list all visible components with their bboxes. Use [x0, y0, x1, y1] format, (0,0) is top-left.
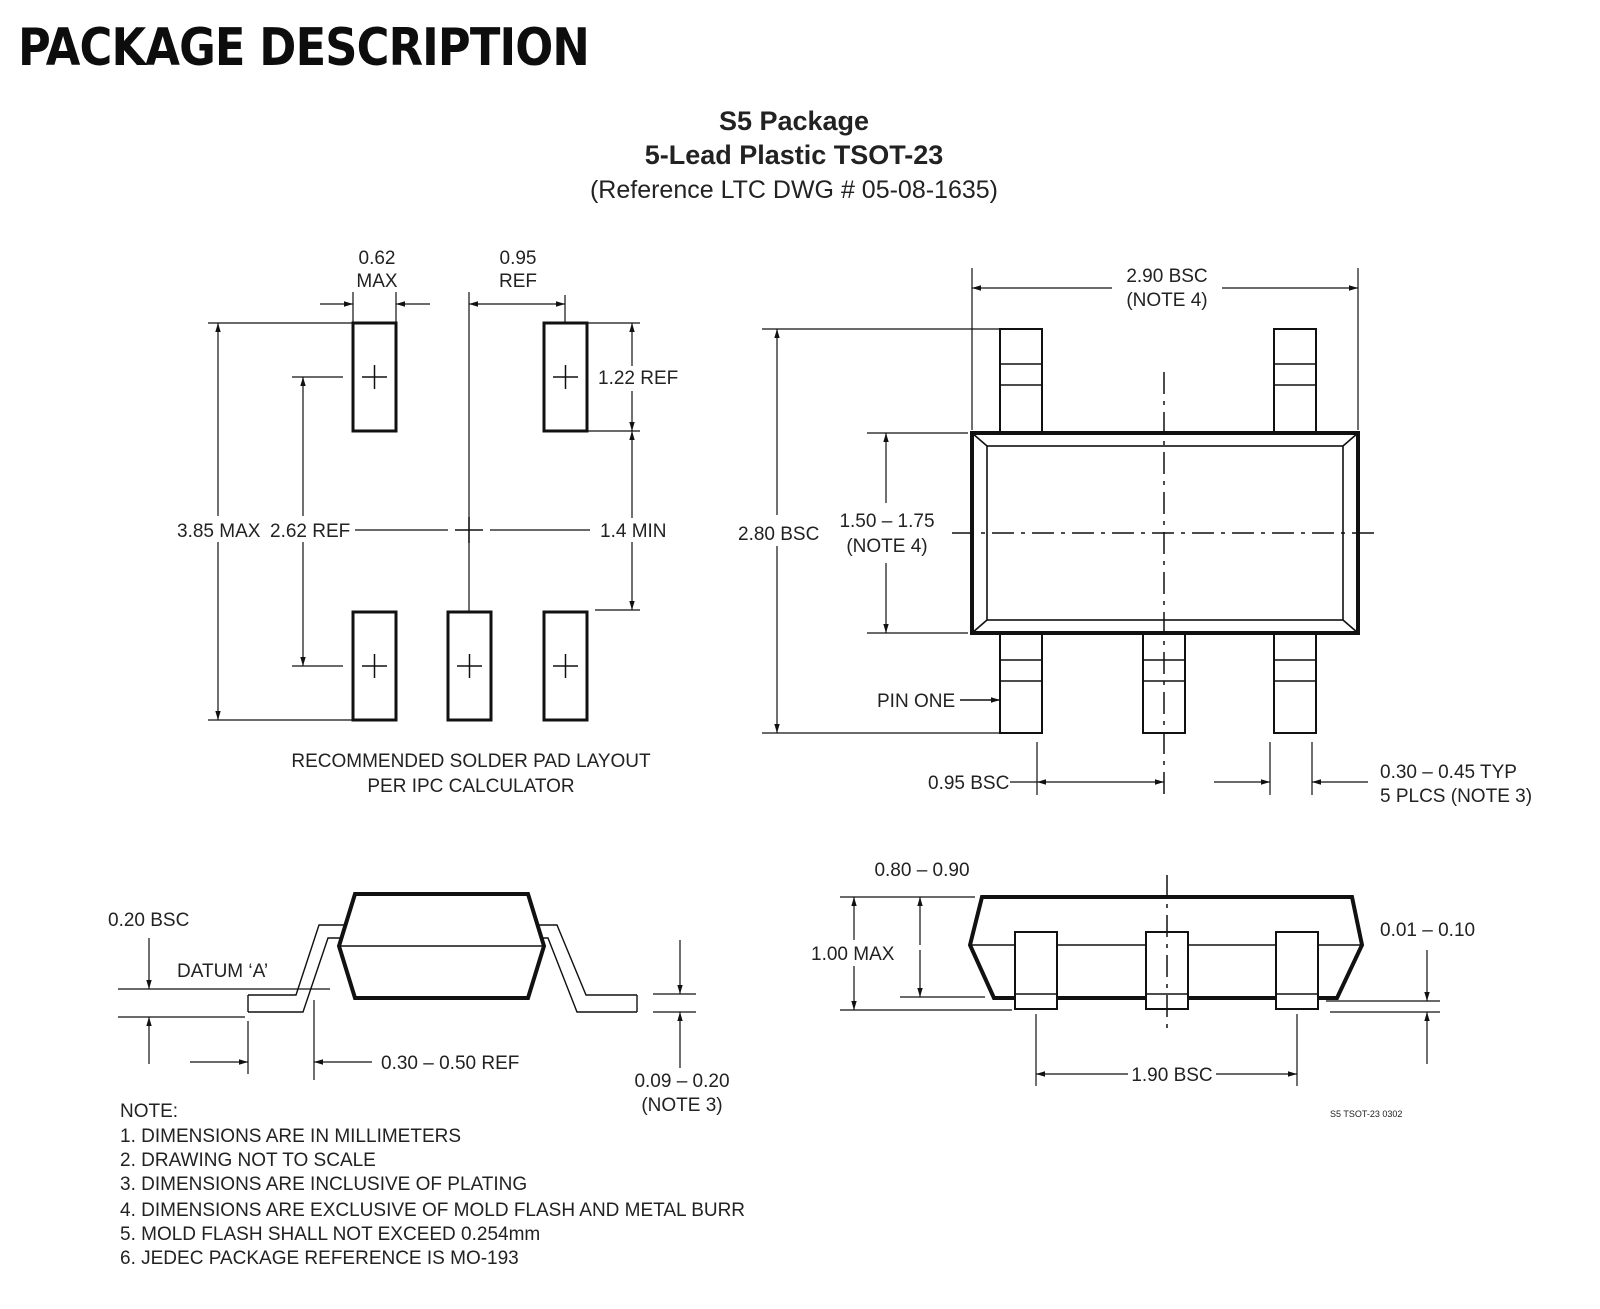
- pad-layout-labels: 0.62 MAX 0.95 REF 1.22 REF 3.85 MAX 2.62…: [177, 248, 678, 797]
- pad-center-mark: [362, 365, 387, 389]
- lead-outline: [535, 924, 637, 996]
- dim-label: 1.90 BSC: [1131, 1065, 1212, 1086]
- note-item: 6. JEDEC PACKAGE REFERENCE IS MO-193: [120, 1248, 519, 1269]
- dim-label: 0.95 BSC: [928, 773, 1009, 794]
- top-view: [762, 268, 1375, 800]
- dim-label: 3.85 MAX: [177, 521, 261, 542]
- dim-label: 1.4 MIN: [600, 521, 667, 542]
- pad-layout-view: [208, 292, 640, 722]
- pad-center-mark: [553, 365, 578, 389]
- note-item: 4. DIMENSIONS ARE EXCLUSIVE OF MOLD FLAS…: [120, 1200, 745, 1221]
- header-line2: 5-Lead Plastic TSOT-23: [645, 140, 944, 170]
- lead-outline: [248, 937, 345, 1013]
- dim-label: 2.80 BSC: [738, 524, 819, 545]
- lead-outline: [535, 937, 637, 1013]
- dim-label: 1.00 MAX: [811, 944, 895, 965]
- lead: [1273, 625, 1317, 734]
- header-line1: S5 Package: [719, 106, 869, 136]
- dim-label: 0.80 – 0.90: [874, 860, 969, 881]
- dim-label: 0.30 – 0.45 TYP: [1380, 762, 1517, 783]
- pad-center-mark: [553, 654, 578, 678]
- side-view: [118, 892, 696, 1080]
- pad-center-mark: [457, 654, 482, 678]
- dim-label: MAX: [356, 271, 398, 292]
- drawing-code: S5 TSOT-23 0302: [1330, 1109, 1402, 1119]
- datum-label: DATUM ‘A’: [177, 961, 268, 982]
- pad-layout-caption: RECOMMENDED SOLDER PAD LAYOUT: [291, 751, 651, 772]
- notes-block: NOTE: 1. DIMENSIONS ARE IN MILLIMETERS 2…: [120, 1101, 745, 1269]
- pad-bottom-right: [542, 610, 589, 722]
- side-view-labels: 0.20 BSC DATUM ‘A’ 0.30 – 0.50 REF 0.09 …: [108, 910, 730, 1116]
- drawing-header: S5 Package 5-Lead Plastic TSOT-23 (Refer…: [590, 106, 998, 204]
- note-item: 2. DRAWING NOT TO SCALE: [120, 1150, 376, 1171]
- dim-label: (NOTE 4): [846, 536, 927, 557]
- dim-label: (NOTE 4): [1126, 290, 1207, 311]
- end-view: [840, 875, 1440, 1086]
- lead: [1014, 931, 1058, 1010]
- lead: [999, 328, 1043, 434]
- lead-outline: [248, 924, 345, 996]
- dim-label: REF: [499, 271, 537, 292]
- dim-label: 2.62 REF: [270, 521, 350, 542]
- header-line3: (Reference LTC DWG # 05-08-1635): [590, 176, 998, 204]
- pad-layout-caption: PER IPC CALCULATOR: [367, 776, 574, 797]
- pad-center-mark: [362, 654, 387, 678]
- lead: [1273, 328, 1317, 434]
- dim-label: 0.62: [359, 248, 396, 269]
- dim-label: 0.01 – 0.10: [1380, 920, 1475, 941]
- dim-label: 1.22 REF: [598, 368, 678, 389]
- dim-label: 0.95: [500, 248, 537, 269]
- note-item: 5. MOLD FLASH SHALL NOT EXCEED 0.254mm: [120, 1224, 540, 1245]
- lead: [1275, 931, 1319, 1010]
- dim-label: 2.90 BSC: [1126, 266, 1207, 287]
- dim-label: (NOTE 3): [641, 1095, 722, 1116]
- dim-label: 0.30 – 0.50 REF: [381, 1053, 519, 1074]
- dim-label: 5 PLCS (NOTE 3): [1380, 786, 1532, 807]
- pin-one-label: PIN ONE: [877, 691, 955, 712]
- pad-bottom-left: [351, 610, 398, 722]
- note-item: 3. DIMENSIONS ARE INCLUSIVE OF PLATING: [120, 1174, 527, 1195]
- dim-label: 0.09 – 0.20: [634, 1071, 729, 1092]
- end-view-labels: 0.80 – 0.90 1.00 MAX 0.01 – 0.10 1.90 BS…: [811, 860, 1475, 1119]
- notes-heading: NOTE:: [120, 1101, 178, 1122]
- dim-label: 0.20 BSC: [108, 910, 189, 931]
- note-item: 1. DIMENSIONS ARE IN MILLIMETERS: [120, 1126, 461, 1147]
- page-title: PACKAGE DESCRIPTION: [18, 18, 590, 78]
- pad-top-left: [351, 321, 398, 433]
- dim-label: 1.50 – 1.75: [839, 511, 934, 532]
- top-view-labels: 2.90 BSC (NOTE 4) 2.80 BSC 1.50 – 1.75 (…: [738, 266, 1532, 807]
- lead: [999, 625, 1043, 734]
